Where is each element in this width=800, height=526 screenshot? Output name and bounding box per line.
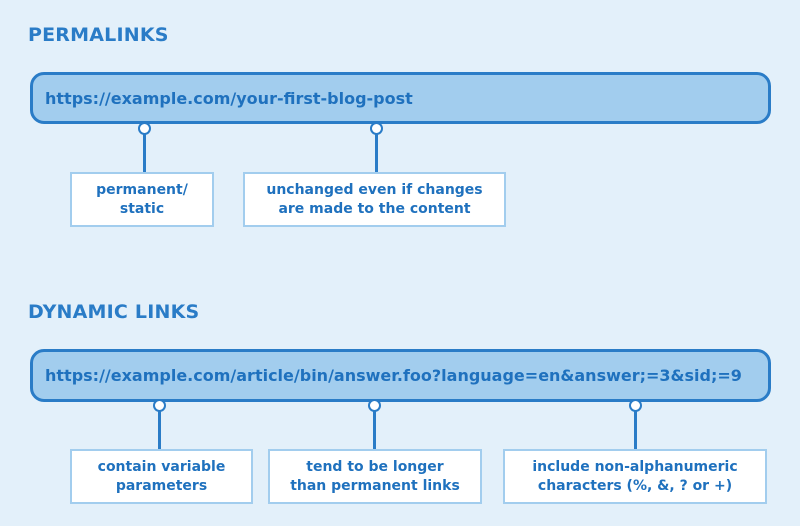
dynamic-note-3: include non-alphanumeric characters (%, … <box>532 458 738 494</box>
dynamic-connector-3 <box>634 410 637 450</box>
permalink-note-box-2: unchanged even if changes are made to th… <box>243 172 506 227</box>
permalink-note-1: permanent/ static <box>96 181 188 217</box>
dynamic-note-2: tend to be longer than permanent links <box>290 458 460 494</box>
dynamic-marker-dot-2 <box>368 399 381 412</box>
dynamic-connector-1 <box>158 410 161 450</box>
dynamic-links-title: DYNAMIC LINKS <box>28 301 200 323</box>
permalink-url-bar: https://example.com/your-first-blog-post <box>30 72 771 124</box>
permalink-marker-dot-2 <box>370 122 383 135</box>
permalink-marker-dot-1 <box>138 122 151 135</box>
permalink-connector-1 <box>143 133 146 173</box>
permalink-note-2: unchanged even if changes are made to th… <box>266 181 483 217</box>
dynamic-note-box-1: contain variable parameters <box>70 449 253 504</box>
dynamic-url-bar: https://example.com/article/bin/answer.f… <box>30 349 771 402</box>
permalink-connector-2 <box>375 133 378 173</box>
permalink-note-box-1: permanent/ static <box>70 172 214 227</box>
dynamic-note-box-2: tend to be longer than permanent links <box>268 449 482 504</box>
dynamic-connector-2 <box>373 410 376 450</box>
dynamic-marker-dot-3 <box>629 399 642 412</box>
dynamic-note-box-3: include non-alphanumeric characters (%, … <box>503 449 767 504</box>
dynamic-note-1: contain variable parameters <box>97 458 226 494</box>
permalinks-title: PERMALINKS <box>28 24 169 46</box>
dynamic-marker-dot-1 <box>153 399 166 412</box>
